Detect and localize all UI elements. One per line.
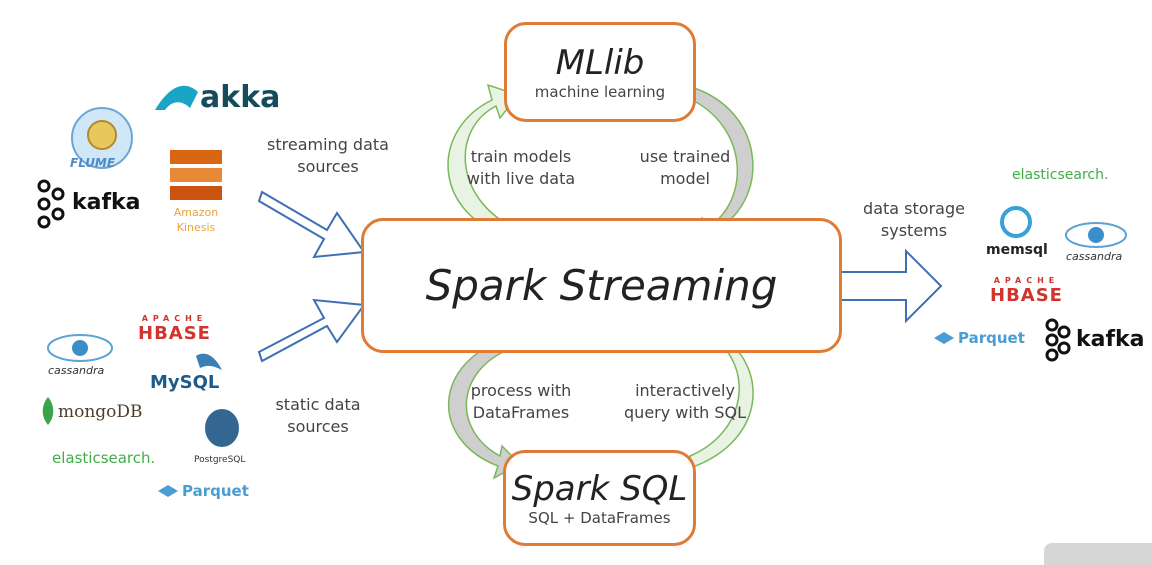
kinesis-logo-icon: [170, 150, 222, 200]
hbase-text: HBASE: [138, 323, 211, 344]
akka-logo: akka: [200, 80, 281, 115]
use-label: use trained model: [622, 146, 748, 190]
parquet-icon: [158, 485, 178, 497]
akka-logo-icon: [155, 85, 198, 110]
mysql-logo: MySQL: [150, 372, 220, 393]
corner-overlay: [1044, 543, 1152, 565]
memsql-logo: memsql: [986, 242, 1048, 258]
flume-core-icon: [87, 120, 117, 150]
storage-line1: data storage: [863, 199, 965, 218]
train-label-line1: train models: [470, 147, 572, 166]
spark-sql-box: Spark SQL SQL + DataFrames: [503, 450, 696, 546]
mllib-subtitle: machine learning: [534, 83, 666, 101]
kafka-sink-logo: kafka: [1076, 327, 1145, 352]
static-sources-line1: static data: [275, 395, 361, 414]
hbase-sink-logo: APACHE HBASE: [990, 276, 1063, 306]
elasticsearch-logo: elasticsearch.: [52, 449, 156, 467]
hbase-apache-text: APACHE: [141, 314, 208, 323]
kafka-icon: [37, 179, 65, 229]
cassandra-sink-logo: cassandra: [1066, 250, 1123, 263]
kafka-logo: kafka: [72, 190, 141, 215]
mongodb-leaf-icon: [42, 397, 54, 425]
cassandra-logo: cassandra: [48, 364, 105, 377]
streaming-sources-line1: streaming data: [267, 135, 389, 154]
streaming-input-arrow: [257, 190, 366, 259]
spark-streaming-box: Spark Streaming: [361, 218, 842, 353]
cassandra-sink-iris-icon: [1088, 227, 1104, 243]
query-label: interactively query with SQL: [614, 380, 756, 424]
mongodb-logo: mongoDB: [58, 402, 143, 422]
storage-line2: systems: [880, 221, 948, 240]
hbase-logo: APACHE HBASE: [138, 314, 211, 344]
streaming-sources-label: streaming data sources: [256, 134, 400, 178]
use-label-line1: use trained: [639, 147, 731, 166]
elasticsearch-sink-logo: elasticsearch.: [1012, 167, 1109, 183]
memsql-icon: [1000, 206, 1032, 238]
static-sources-line2: sources: [287, 417, 349, 436]
static-input-arrow: [257, 298, 366, 363]
static-sources-label: static data sources: [262, 394, 374, 438]
hbase-sink-text: HBASE: [990, 285, 1063, 306]
spark-streaming-title: Spark Streaming: [425, 261, 778, 310]
parquet-sink-icon: [934, 332, 954, 344]
train-label-line2: with live data: [466, 169, 576, 188]
spark-sql-subtitle: SQL + DataFrames: [528, 509, 671, 527]
streaming-sources-line2: sources: [297, 157, 359, 176]
spark-sql-title: Spark SQL: [511, 469, 688, 509]
query-label-line2: query with SQL: [624, 403, 746, 422]
cassandra-iris-icon: [72, 340, 88, 356]
postgres-logo: PostgreSQL: [194, 455, 246, 465]
mllib-box: MLlib machine learning: [504, 22, 696, 122]
parquet-logo: Parquet: [182, 482, 249, 500]
hbase-sink-apache-text: APACHE: [993, 276, 1060, 285]
kinesis-line2: Kinesis: [176, 221, 216, 234]
kinesis-line1: Amazon: [173, 206, 219, 219]
flume-logo: FLUME: [70, 156, 116, 170]
kinesis-logo: Amazon Kinesis: [168, 205, 224, 235]
train-label: train models with live data: [458, 146, 584, 190]
process-label: process with DataFrames: [458, 380, 584, 424]
query-label-line1: interactively: [635, 381, 735, 400]
postgres-elephant-icon: [203, 407, 241, 449]
mllib-title: MLlib: [555, 43, 645, 83]
train-loop-arrow: [447, 83, 520, 242]
kafka-sink-icon: [1045, 318, 1071, 362]
parquet-sink-logo: Parquet: [958, 329, 1025, 347]
output-arrow: [825, 248, 943, 324]
process-label-line1: process with: [470, 381, 572, 400]
storage-label: data storage systems: [852, 198, 976, 242]
mysql-dolphin-icon: [196, 353, 222, 370]
process-label-line2: DataFrames: [472, 403, 570, 422]
use-label-line2: model: [660, 169, 710, 188]
